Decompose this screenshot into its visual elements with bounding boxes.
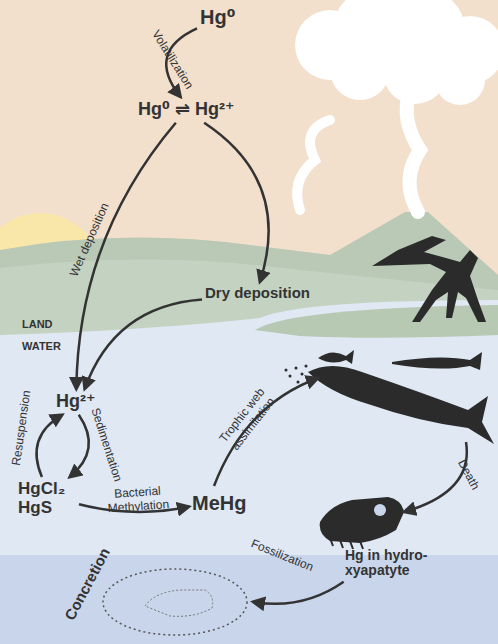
node-text: Hg⁰ ⇌ Hg²⁺	[138, 100, 234, 120]
node-text: Hg in hydro- xyapatyte	[345, 548, 445, 579]
fish-silhouettes	[308, 350, 494, 444]
concretion-outline	[100, 566, 250, 638]
process-label: Volatilization	[148, 28, 195, 92]
process-label: Dry deposition	[205, 285, 310, 302]
process-label: Sedimentation	[88, 406, 125, 483]
species-label: Hg⁰	[200, 6, 235, 28]
process-label: Fossilization	[249, 537, 315, 575]
region-label: LAND	[22, 318, 53, 331]
death-arrow	[404, 442, 467, 512]
node-text: MeHg	[192, 492, 246, 514]
species-label: Hg⁰ ⇌ Hg²⁺	[138, 100, 234, 120]
node-text: Dry deposition	[205, 285, 310, 302]
cloud	[295, 0, 498, 105]
flow-arrow	[37, 415, 63, 477]
flow-arrow	[70, 415, 89, 477]
concretion-ellipse: Concretion	[100, 566, 250, 638]
pterosaur-silhouette	[372, 236, 486, 322]
skull-fossil	[320, 497, 404, 549]
node-text: HgCl₂ HgS	[18, 480, 76, 517]
smoke	[297, 120, 330, 210]
flow-arrow	[85, 300, 202, 389]
species-label: HgCl₂ HgS	[18, 480, 76, 517]
process-label: Death	[454, 458, 481, 493]
node-text: Hg⁰	[200, 6, 235, 28]
peninsula	[255, 305, 498, 338]
flow-arrow	[76, 123, 175, 389]
process-label: Bacterial Methylation	[97, 483, 179, 516]
process-label: Trophic web assimilation	[211, 378, 286, 463]
process-label: Resuspension	[10, 389, 34, 466]
fossil-label: Hg in hydro- xyapatyte	[345, 548, 445, 579]
region-label: WATER	[22, 340, 61, 353]
smoke	[407, 90, 420, 212]
water	[0, 335, 498, 644]
flow-arrow	[253, 582, 344, 604]
species-label: MeHg	[192, 492, 246, 514]
flow-arrow	[204, 123, 268, 282]
plankton-dots	[285, 365, 308, 384]
process-label: Wet deposition	[68, 201, 113, 279]
